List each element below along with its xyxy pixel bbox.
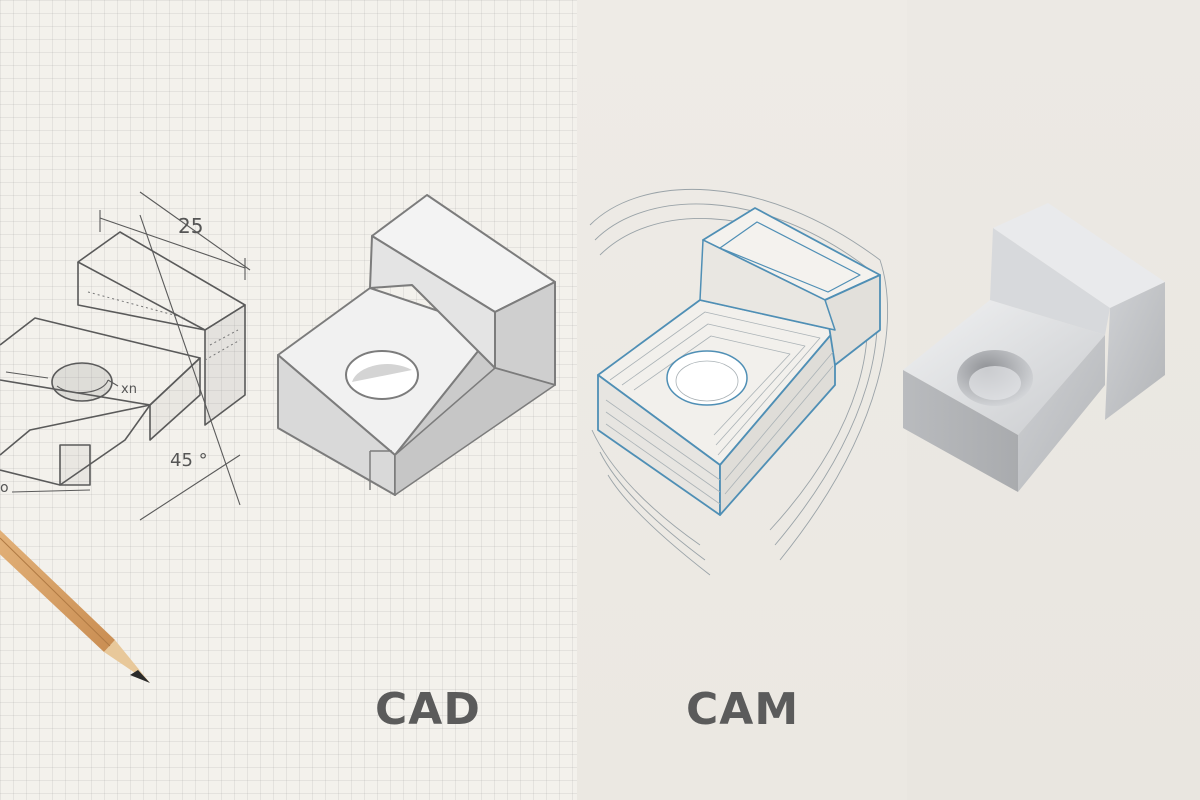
cam-label: CAM	[686, 684, 800, 735]
cad-label: CAD	[375, 684, 481, 735]
cam-model	[597, 207, 881, 516]
dimension-hole-label: xn	[121, 382, 137, 397]
pencil-sketch	[0, 191, 251, 521]
dimension-left-label: o	[0, 480, 9, 496]
sketch-dimensions: 25 45 ° xn o	[0, 214, 208, 496]
cad-model	[277, 194, 556, 496]
dimension-top-label: 25	[178, 214, 203, 238]
dimension-bottom-label: 45 °	[170, 450, 208, 471]
pencil-icon	[0, 530, 150, 683]
machined-part	[903, 203, 1165, 492]
